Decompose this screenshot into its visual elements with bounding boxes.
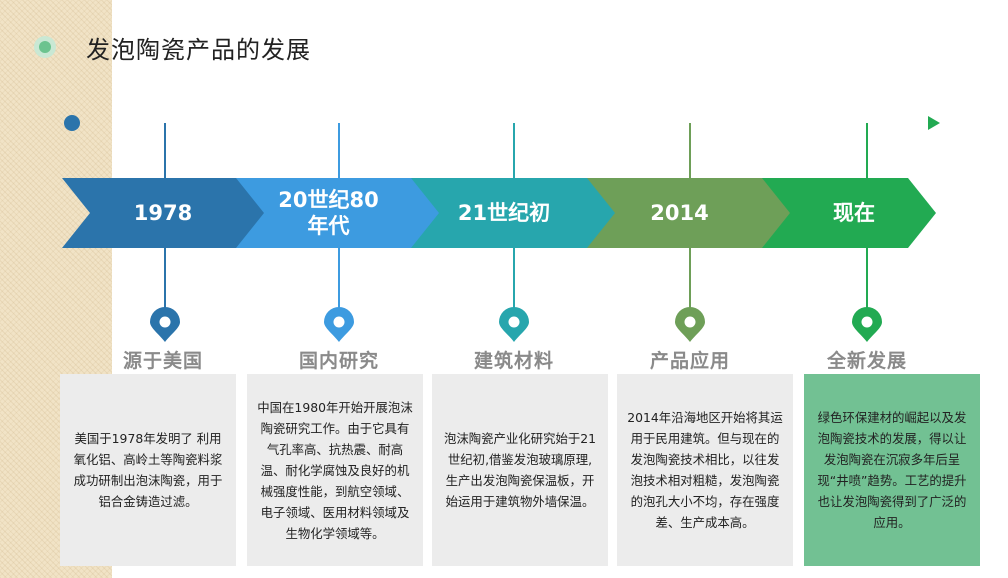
- decorative-side-strip: [0, 0, 112, 578]
- chevron-segment-3: [411, 178, 615, 248]
- description-text: 2014年沿海地区开始将其运用于民用建筑。但与现在的发泡陶瓷技术相比，以往发泡技…: [627, 410, 783, 530]
- pin-icon-hole-2: [333, 316, 345, 328]
- era-label-4: 2014: [597, 178, 762, 248]
- description-card-5: 绿色环保建材的崛起以及发泡陶瓷技术的发展，得以让发泡陶瓷在沉寂多年后呈现“井喷”…: [804, 374, 980, 566]
- pin-icon-hole-5: [861, 316, 873, 328]
- title-bullet-icon: [34, 36, 56, 58]
- description-text: 中国在1980年开始开展泡沫陶瓷研究工作。由于它具有气孔率高、抗热震、耐高温、耐…: [257, 399, 413, 541]
- pin-icon-hole-1: [159, 316, 171, 328]
- category-label-2: 国内研究: [298, 350, 379, 372]
- description-card-1: 美国于1978年发明了 利用氧化铝、高岭土等陶瓷料浆成功研制出泡沫陶瓷，用于铝合…: [60, 374, 236, 566]
- era-label-line: 年代: [307, 214, 350, 238]
- description-card-3: 泡沫陶瓷产业化研究始于21世纪初,借鉴发泡玻璃原理,生产出发泡陶瓷保温板，开始运…: [432, 374, 608, 566]
- page-title: 发泡陶瓷产品的发展: [86, 36, 311, 64]
- pin-icons: [150, 307, 882, 342]
- chevron-segment-1: [62, 178, 264, 248]
- era-label-line: 20世纪80: [278, 188, 379, 212]
- era-label-line: 1978: [133, 201, 193, 225]
- description-card-4: 2014年沿海地区开始将其运用于民用建筑。但与现在的发泡陶瓷技术相比，以往发泡技…: [617, 374, 793, 566]
- timeline-arrowhead: [928, 116, 940, 130]
- era-label-line: 21世纪初: [457, 201, 551, 225]
- chevron-segment-2: [236, 178, 439, 248]
- era-label-line: 现在: [833, 201, 875, 225]
- era-label-3: 21世纪初: [421, 178, 587, 248]
- category-label-5: 全新发展: [826, 350, 907, 372]
- category-label-3: 建筑材料: [473, 350, 554, 372]
- chevron-segment-5: [762, 178, 936, 248]
- connector-lines: [164, 123, 868, 308]
- description-text: 美国于1978年发明了 利用氧化铝、高岭土等陶瓷料浆成功研制出泡沫陶瓷，用于铝合…: [73, 431, 223, 509]
- chevron-band: [62, 178, 936, 248]
- category-label-4: 产品应用: [649, 350, 730, 372]
- category-label-1: 源于美国: [122, 350, 203, 372]
- description-card-2: 中国在1980年开始开展泡沫陶瓷研究工作。由于它具有气孔率高、抗热震、耐高温、耐…: [247, 374, 423, 566]
- chevron-segment-4: [587, 178, 790, 248]
- era-label-1: 1978: [90, 178, 236, 248]
- era-label-line: 2014: [650, 201, 709, 225]
- pin-icon-hole-3: [508, 316, 520, 328]
- era-label-5: 现在: [772, 178, 936, 248]
- description-text: 泡沫陶瓷产业化研究始于21世纪初,借鉴发泡玻璃原理,生产出发泡陶瓷保温板，开始运…: [443, 431, 597, 509]
- description-text: 绿色环保建材的崛起以及发泡陶瓷技术的发展，得以让发泡陶瓷在沉寂多年后呈现“井喷”…: [817, 410, 967, 530]
- pin-icon-hole-4: [684, 316, 696, 328]
